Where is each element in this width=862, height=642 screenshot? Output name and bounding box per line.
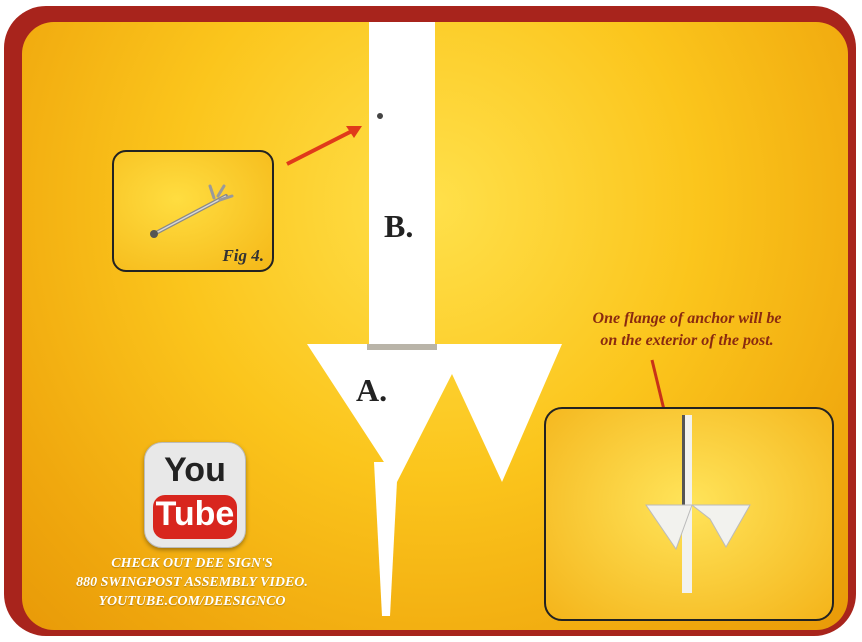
card-frame: B. A. Fig 4. One flange of anchor will b… (4, 6, 856, 636)
youtube-you-text: You (164, 451, 226, 489)
inset-post (682, 415, 692, 593)
post-hole (377, 113, 383, 119)
inset-flange-left (645, 504, 693, 551)
flange-note: One flange of anchor will be on the exte… (542, 308, 832, 352)
post-b (369, 22, 435, 348)
promo-line-3[interactable]: YOUTUBE.COM/DEESIGNCO (98, 594, 286, 609)
inset-flange-right (690, 504, 751, 549)
promo-text: CHECK OUT DEE SIGN'S 880 SWINGPOST ASSEM… (42, 554, 342, 611)
youtube-tube-text: Tube (155, 495, 235, 533)
arrow-head (346, 126, 362, 138)
youtube-logo[interactable]: You Tube (144, 442, 246, 548)
post-bracket (367, 344, 437, 350)
fig4-box: Fig 4. (112, 150, 274, 272)
note-line-1: One flange of anchor will be (592, 310, 782, 327)
anchor-spike (374, 462, 398, 616)
anchor-flange (307, 344, 562, 482)
arrow-to-post (286, 128, 355, 166)
youtube-tube-badge (153, 495, 237, 539)
yellow-panel: B. A. Fig 4. One flange of anchor will b… (22, 22, 848, 630)
inset-anchor-illustration (645, 415, 751, 593)
fig-caption: Fig 4. (222, 246, 264, 265)
bolt-icon (150, 184, 234, 238)
note-line-2: on the exterior of the post. (600, 332, 774, 349)
inset-box (544, 407, 834, 621)
post-label: B. (384, 208, 414, 244)
promo-line-2: 880 SWINGPOST ASSEMBLY VIDEO. (76, 575, 308, 590)
promo-line-1: CHECK OUT DEE SIGN'S (111, 556, 273, 571)
anchor-illustration (286, 126, 667, 616)
anchor-label: A. (356, 372, 388, 408)
arrow-to-inset (650, 359, 667, 415)
